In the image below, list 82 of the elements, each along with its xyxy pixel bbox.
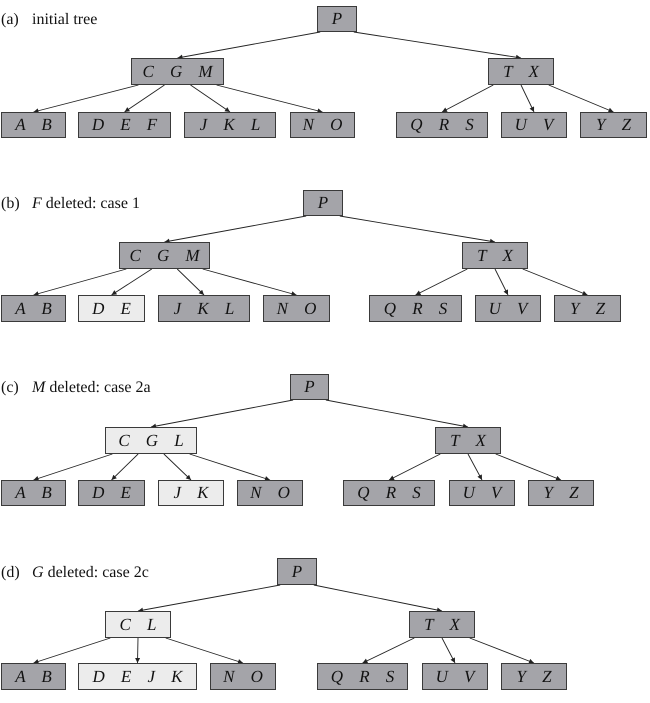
btree-node: U V xyxy=(475,295,541,322)
btree-node: C G M xyxy=(131,58,224,85)
arrow xyxy=(202,268,297,296)
btree-node: Q R S xyxy=(343,480,435,506)
arrow xyxy=(176,268,204,296)
btree-node: Y Z xyxy=(554,295,621,322)
btree-node: D E F xyxy=(78,112,171,138)
arrow xyxy=(165,638,244,664)
arrow xyxy=(494,268,508,296)
btree-node: Q R S xyxy=(396,112,488,138)
btree-node: C G M xyxy=(119,242,210,269)
arrow xyxy=(442,84,494,112)
panel-letter: (a) xyxy=(1,10,19,30)
btree-node: T X xyxy=(409,611,475,638)
btree-node: N O xyxy=(263,295,330,322)
btree-node: C L xyxy=(105,611,171,638)
btree-node: A B xyxy=(1,112,66,138)
arrow xyxy=(33,268,127,296)
btree-node: J K L xyxy=(184,112,276,138)
btree-node: T X xyxy=(435,427,501,454)
btree-node: Q R S xyxy=(317,663,408,690)
arrow xyxy=(388,454,441,480)
btree-node: P xyxy=(317,6,357,32)
arrow xyxy=(469,638,534,664)
btree-node: N O xyxy=(237,480,303,506)
btree-node: P xyxy=(290,374,329,400)
arrow xyxy=(111,268,152,296)
arrow xyxy=(548,84,614,112)
btree-node: A B xyxy=(1,663,66,690)
arrow xyxy=(362,638,415,664)
arrow xyxy=(33,638,111,664)
btree-node: C G L xyxy=(105,427,197,454)
arrow xyxy=(33,84,139,114)
panel-caption: G deleted: case 2c xyxy=(32,563,149,583)
panel-letter: (b) xyxy=(1,194,20,214)
btree-node: D E xyxy=(78,480,145,506)
btree-node: Y Z xyxy=(528,480,594,506)
btree-node: A B xyxy=(1,295,66,322)
btree-node: D E xyxy=(78,295,145,322)
arrow xyxy=(495,454,562,480)
arrow xyxy=(442,638,456,664)
btree-node: U V xyxy=(501,112,567,138)
arrow xyxy=(522,268,588,296)
arrow xyxy=(189,454,270,481)
btree-node: A B xyxy=(1,480,66,506)
btree-node: D E J K xyxy=(78,663,197,690)
arrow xyxy=(164,216,307,244)
arrow xyxy=(135,638,140,664)
btree-node: U V xyxy=(449,480,515,506)
panel-caption: M deleted: case 2a xyxy=(32,378,151,398)
arrow xyxy=(216,84,323,114)
btree-node: J K L xyxy=(158,295,250,322)
arrow xyxy=(177,32,321,60)
btree-node: P xyxy=(277,558,317,585)
panel-caption: initial tree xyxy=(32,10,98,30)
panel-letter: (c) xyxy=(1,378,19,398)
btree-node: Q R S xyxy=(369,295,462,322)
btree-node: N O xyxy=(290,112,355,138)
btree-node: Y Z xyxy=(580,112,647,138)
arrow xyxy=(163,454,192,480)
btree-node: J K xyxy=(158,480,224,506)
arrow xyxy=(468,454,482,480)
btree-node: P xyxy=(303,190,343,216)
arrow xyxy=(138,584,281,613)
arrow xyxy=(33,454,113,481)
btree-node: N O xyxy=(210,663,276,690)
panel-caption: F deleted: case 1 xyxy=(32,194,140,214)
btree-node: T X xyxy=(462,242,528,269)
arrow xyxy=(325,400,468,429)
arrow xyxy=(520,84,534,112)
panel-letter: (d) xyxy=(1,563,20,583)
arrow xyxy=(353,32,522,60)
btree-node: U V xyxy=(422,663,488,690)
btree-node: T X xyxy=(488,58,554,85)
arrow xyxy=(150,400,294,429)
arrow xyxy=(190,84,230,112)
arrow xyxy=(124,84,165,112)
arrow xyxy=(313,584,442,612)
arrow xyxy=(111,454,139,480)
arrow xyxy=(415,268,468,296)
arrow xyxy=(339,216,496,244)
btree-node: Y Z xyxy=(501,663,567,690)
